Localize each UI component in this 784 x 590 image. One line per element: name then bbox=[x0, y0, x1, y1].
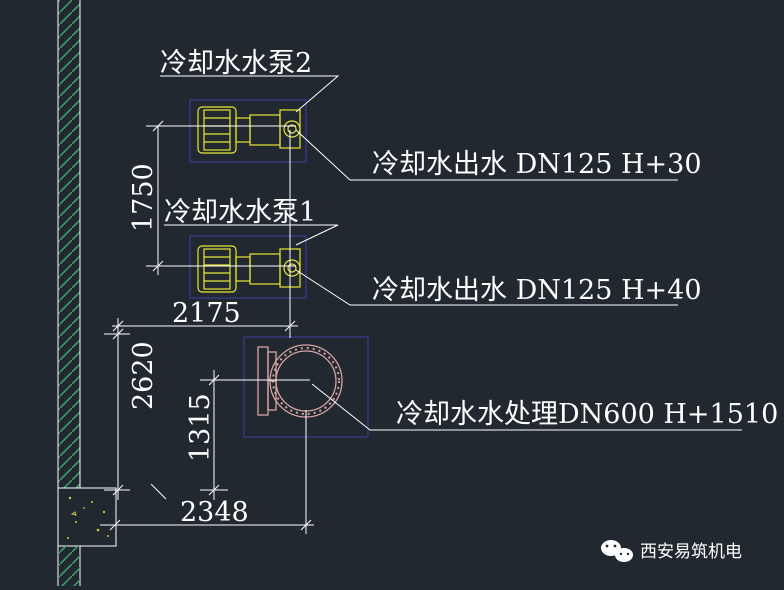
dimension-2348: 2348 bbox=[180, 497, 249, 528]
cooling-pump-1-symbol bbox=[189, 235, 307, 299]
treatment-label: 冷却水水处理DN600 H+1510 bbox=[396, 399, 778, 430]
dimension-lines bbox=[100, 120, 314, 534]
dimension-2175: 2175 bbox=[172, 298, 241, 329]
cooling-pump-2-symbol bbox=[189, 99, 307, 163]
outlet-top-label: 冷却水出水 DN125 H+30 bbox=[372, 149, 702, 180]
wechat-icon bbox=[601, 540, 633, 562]
outlet-bottom-label: 冷却水出水 DN125 H+40 bbox=[372, 275, 702, 306]
watermark-text: 西安易筑机电 bbox=[640, 542, 742, 562]
wall-hatch bbox=[57, 0, 81, 488]
dimension-1750: 1750 bbox=[128, 163, 159, 232]
structural-column bbox=[57, 487, 117, 586]
dimension-2620: 2620 bbox=[128, 341, 159, 410]
pump-1-label: 冷却水水泵1 bbox=[164, 197, 316, 228]
dimension-1315: 1315 bbox=[185, 393, 216, 462]
watermark: 西安易筑机电 bbox=[601, 540, 742, 562]
leader-lines bbox=[160, 75, 742, 431]
pump-2-label: 冷却水水泵2 bbox=[160, 48, 312, 79]
